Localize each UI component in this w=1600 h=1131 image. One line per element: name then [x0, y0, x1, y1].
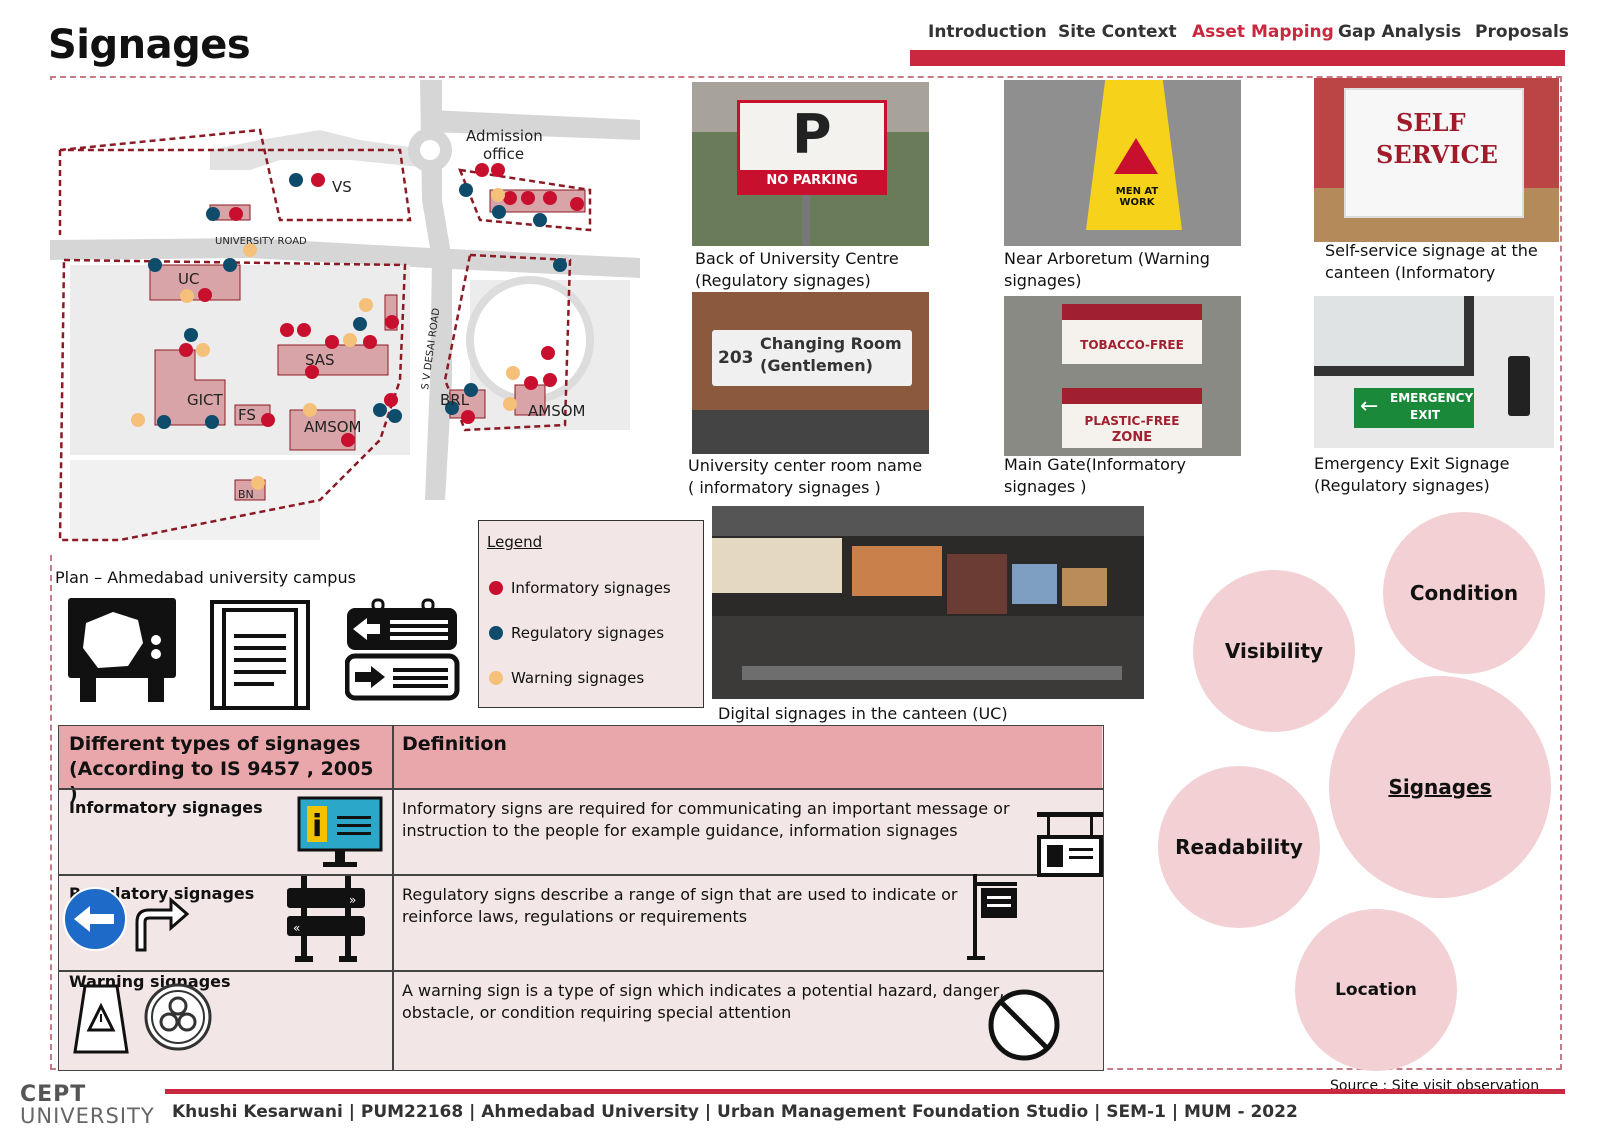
- svg-text:i: i: [312, 809, 322, 844]
- nav-introduction[interactable]: Introduction: [928, 22, 1047, 42]
- bubble-condition: Condition: [1383, 512, 1545, 674]
- signage-types-table: Different types of signages(According to…: [58, 725, 1104, 1071]
- map-label-bn: BN: [238, 488, 254, 501]
- photo-caption-no-parking: Back of University Centre(Regulatory sig…: [695, 249, 899, 290]
- map-label-gict: GICT: [187, 391, 224, 409]
- legend-item-informatory: Informatory signages: [489, 579, 671, 597]
- map-legend: Legend Informatory signages Regulatory s…: [478, 520, 704, 708]
- left-arrow-round-sign-icon: [62, 886, 128, 956]
- photo-caption-main-gate: Main Gate(Informatory signages ): [1004, 455, 1186, 496]
- direction-board-icon: [344, 598, 460, 712]
- campus-map: Admission office VS UNIVERSITY ROAD UC S…: [50, 80, 640, 555]
- map-label-admission: Admission: [466, 127, 543, 145]
- footer-bar: [165, 1089, 1565, 1094]
- blue-dot-icon: [489, 626, 503, 640]
- map-label-vs: VS: [332, 178, 352, 196]
- photo-caption-changing-room: University center room name( informatory…: [688, 456, 923, 497]
- barrier-board-icon: »«: [287, 876, 365, 966]
- map-label-brl: BRL: [440, 391, 470, 409]
- hanging-board-icon: [1037, 812, 1103, 882]
- nav-proposals[interactable]: Proposals: [1475, 22, 1569, 42]
- notice-board-icon: [210, 600, 310, 716]
- svg-text:«: «: [293, 921, 300, 935]
- cept-logo-line2: UNIVERSITY: [20, 1104, 155, 1128]
- biohazard-icon: [143, 982, 213, 1056]
- wet-floor-sign-icon: [73, 984, 129, 1058]
- red-dot-icon: [489, 581, 503, 595]
- photo-caption-men-at-work: Near Arboretum (Warning signages): [1004, 249, 1210, 290]
- bubble-location: Location: [1295, 909, 1457, 1071]
- map-label-office: office: [483, 145, 524, 163]
- map-label-uc: UC: [178, 270, 199, 288]
- photo-changing-room: 203 Changing Room (Gentlemen): [692, 292, 929, 454]
- nav-underline-bar: [910, 50, 1565, 66]
- map-board-icon: [68, 598, 178, 712]
- map-label-university-road: UNIVERSITY ROAD: [215, 236, 307, 247]
- table-row-informatory-name: Informatory signages: [69, 798, 263, 817]
- photo-caption-digital-signage: Digital signages in the canteen (UC): [718, 704, 1008, 723]
- table-row-regulatory-definition: Regulatory signs describe a range of sig…: [402, 885, 958, 926]
- table-row-informatory-definition: Informatory signs are required for commu…: [402, 799, 1010, 840]
- map-label-sas: SAS: [305, 351, 335, 369]
- yellow-dot-icon: [489, 671, 503, 685]
- legend-item-warning: Warning signages: [489, 669, 644, 687]
- nav-site-context[interactable]: Site Context: [1058, 22, 1177, 42]
- photo-no-parking: P NO PARKING: [692, 82, 929, 246]
- signpost-icon: [967, 874, 1021, 964]
- nav-asset-mapping[interactable]: Asset Mapping: [1192, 22, 1334, 42]
- photo-self-service: SELF SERVICE: [1314, 78, 1559, 242]
- photo-men-at-work: MEN AT WORK: [1004, 80, 1241, 246]
- photo-emergency-exit: ← EMERGENCY EXIT: [1314, 296, 1554, 448]
- map-label-amsom-2: AMSOM: [528, 402, 585, 420]
- prohibition-icon: [987, 988, 1061, 1066]
- nav-gap-analysis[interactable]: Gap Analysis: [1338, 22, 1462, 42]
- arrow-left-icon: ←: [1360, 394, 1379, 419]
- bubble-readability: Readability: [1158, 766, 1320, 928]
- table-row-warning-definition: A warning sign is a type of sign which i…: [402, 981, 1005, 1022]
- svg-text:»: »: [349, 893, 356, 907]
- cept-logo-line1: CEPT: [20, 1082, 87, 1107]
- footer-credits: Khushi Kesarwani | PUM22168 | Ahmedabad …: [172, 1102, 1298, 1122]
- table-header-definition: Definition: [392, 726, 1102, 788]
- map-label-amsom-1: AMSOM: [304, 418, 361, 436]
- legend-title: Legend: [487, 533, 543, 551]
- photo-digital-signage: [712, 506, 1144, 699]
- photo-main-gate: TOBACCO-FREE PLASTIC-FREE ZONE: [1004, 296, 1241, 456]
- photo-caption-emergency-exit: Emergency Exit Signage(Regulatory signag…: [1314, 454, 1510, 495]
- table-header-types: Different types of signages(According to…: [59, 726, 392, 805]
- turn-right-arrow-icon: [131, 896, 191, 956]
- page-title: Signages: [48, 22, 251, 68]
- map-caption: Plan – Ahmedabad university campus: [55, 568, 356, 587]
- info-monitor-icon: i: [297, 796, 383, 874]
- map-label-fs: FS: [238, 406, 256, 424]
- legend-item-regulatory: Regulatory signages: [489, 624, 664, 642]
- bubble-visibility: Visibility: [1193, 570, 1355, 732]
- bubble-signages: Signages: [1329, 676, 1551, 898]
